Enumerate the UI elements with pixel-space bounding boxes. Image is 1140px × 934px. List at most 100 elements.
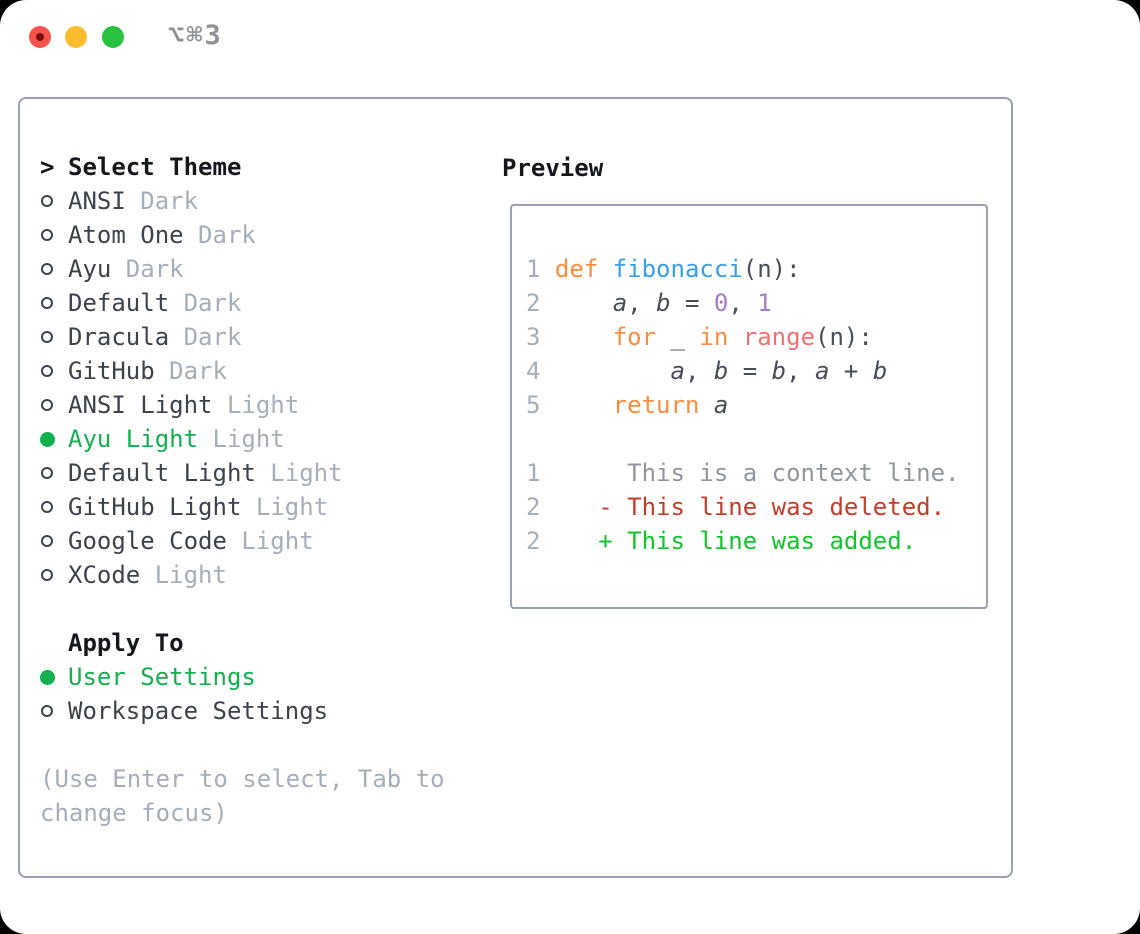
- theme-item-ayu-dark[interactable]: Ayu Dark: [40, 252, 445, 286]
- theme-item-default-light-light[interactable]: Default Light Light: [40, 456, 445, 490]
- close-button-dot-icon: [36, 33, 44, 41]
- apply-option-label: User Settings: [68, 663, 256, 691]
- theme-name: Ayu: [68, 255, 112, 283]
- theme-list-header-label: Select Theme: [68, 153, 242, 181]
- theme-item-default-dark[interactable]: Default Dark: [40, 286, 445, 320]
- theme-item-dracula-dark[interactable]: Dracula Dark: [40, 320, 445, 354]
- code-token: 1: [757, 289, 772, 317]
- line-number: 4: [526, 357, 541, 385]
- radio-cell: [40, 524, 68, 558]
- theme-list-header: > Select Theme: [40, 150, 445, 184]
- line-number: 1: [526, 459, 541, 487]
- radio-unselected-icon: [41, 501, 53, 513]
- theme-variant: Light: [241, 493, 329, 521]
- radio-unselected-icon: [41, 195, 53, 207]
- theme-item-ansi-light-light[interactable]: ANSI Light Light: [40, 388, 445, 422]
- radio-selected-icon: [40, 669, 55, 685]
- apply-option-user-settings[interactable]: User Settings: [40, 660, 445, 694]
- theme-item-xcode-light[interactable]: XCode Light: [40, 558, 445, 592]
- code-token: ,: [728, 289, 758, 317]
- apply-option-label: Workspace Settings: [68, 697, 329, 725]
- line-number: 2: [526, 289, 541, 317]
- spacer: [40, 592, 445, 626]
- theme-name: GitHub Light: [68, 493, 242, 521]
- code-line: 5 return a: [526, 388, 986, 422]
- code-token: b: [771, 357, 787, 385]
- titlebar: ⌥⌘3: [0, 0, 1140, 76]
- theme-variant: Light: [226, 527, 314, 555]
- theme-item-github-light-light[interactable]: GitHub Light Light: [40, 490, 445, 524]
- theme-variant: Dark: [154, 357, 227, 385]
- spacer: [40, 728, 445, 762]
- diff-text: This line was deleted.: [627, 493, 946, 521]
- theme-variant: Dark: [169, 323, 242, 351]
- code-token: [555, 289, 613, 317]
- code-token: in: [699, 323, 729, 351]
- diff-text: This line was added.: [627, 527, 917, 555]
- code-token: a: [612, 289, 628, 317]
- help-text-line: (Use Enter to select, Tab to: [40, 765, 445, 793]
- radio-unselected-icon: [41, 399, 53, 411]
- line-number: 3: [526, 323, 541, 351]
- close-button[interactable]: [29, 26, 51, 48]
- radio-unselected-icon: [41, 535, 53, 547]
- code-token: [555, 391, 613, 419]
- line-number: 5: [526, 391, 541, 419]
- zoom-button[interactable]: [102, 26, 124, 48]
- line-number: 2: [526, 493, 541, 521]
- radio-cell: [40, 422, 68, 456]
- theme-variant: Light: [212, 391, 300, 419]
- diff-marker-icon: [598, 459, 612, 487]
- theme-item-google-code-light[interactable]: Google Code Light: [40, 524, 445, 558]
- code-token: =: [728, 357, 772, 385]
- radio-cell: [40, 286, 68, 320]
- code-line: 1 def fibonacci(n):: [526, 252, 986, 286]
- theme-name: ANSI Light: [68, 391, 213, 419]
- theme-name: Atom One: [68, 221, 184, 249]
- selection-caret-icon: >: [40, 153, 55, 181]
- theme-variant: Dark: [169, 289, 242, 317]
- theme-item-github-dark[interactable]: GitHub Dark: [40, 354, 445, 388]
- radio-unselected-icon: [41, 705, 53, 717]
- theme-name: Default: [68, 289, 170, 317]
- apply-option-workspace-settings[interactable]: Workspace Settings: [40, 694, 445, 728]
- diff-line-added: 2 + This line was added.: [526, 524, 986, 558]
- theme-variant: Dark: [183, 221, 256, 249]
- code-token: ,: [627, 289, 657, 317]
- spacer: [526, 422, 986, 456]
- code-token: b: [872, 357, 888, 385]
- code-token: a: [815, 357, 830, 385]
- radio-cell: [40, 558, 68, 592]
- code-token: _: [656, 323, 700, 351]
- radio-cell: [40, 490, 68, 524]
- theme-item-atom-one-dark[interactable]: Atom One Dark: [40, 218, 445, 252]
- minimize-button[interactable]: [65, 26, 87, 48]
- diff-text: This is a context line.: [627, 459, 960, 487]
- radio-cell: [40, 320, 68, 354]
- code-token: a: [670, 357, 685, 385]
- apply-to-header: Apply To: [40, 626, 445, 660]
- theme-name: Default Light: [68, 459, 256, 487]
- radio-unselected-icon: [41, 331, 53, 343]
- theme-name: Ayu Light: [68, 425, 199, 453]
- theme-item-ansi-dark[interactable]: ANSI Dark: [40, 184, 445, 218]
- code-line: 4 a, b = b, a + b: [526, 354, 986, 388]
- theme-name: GitHub: [68, 357, 155, 385]
- help-text-line: change focus): [40, 799, 228, 827]
- theme-variant: Light: [255, 459, 343, 487]
- theme-name: ANSI: [68, 187, 126, 215]
- code-token: a: [713, 391, 729, 419]
- radio-cell: [40, 218, 68, 252]
- radio-cell: [40, 694, 68, 728]
- code-token: for: [612, 323, 657, 351]
- diff-marker-icon: -: [598, 493, 613, 521]
- theme-variant: Light: [140, 561, 227, 589]
- radio-cell: [40, 388, 68, 422]
- theme-variant: Dark: [111, 255, 184, 283]
- theme-item-ayu-light-light[interactable]: Ayu Light Light: [40, 422, 445, 456]
- theme-name: Dracula: [68, 323, 170, 351]
- radio-cell: [40, 354, 68, 388]
